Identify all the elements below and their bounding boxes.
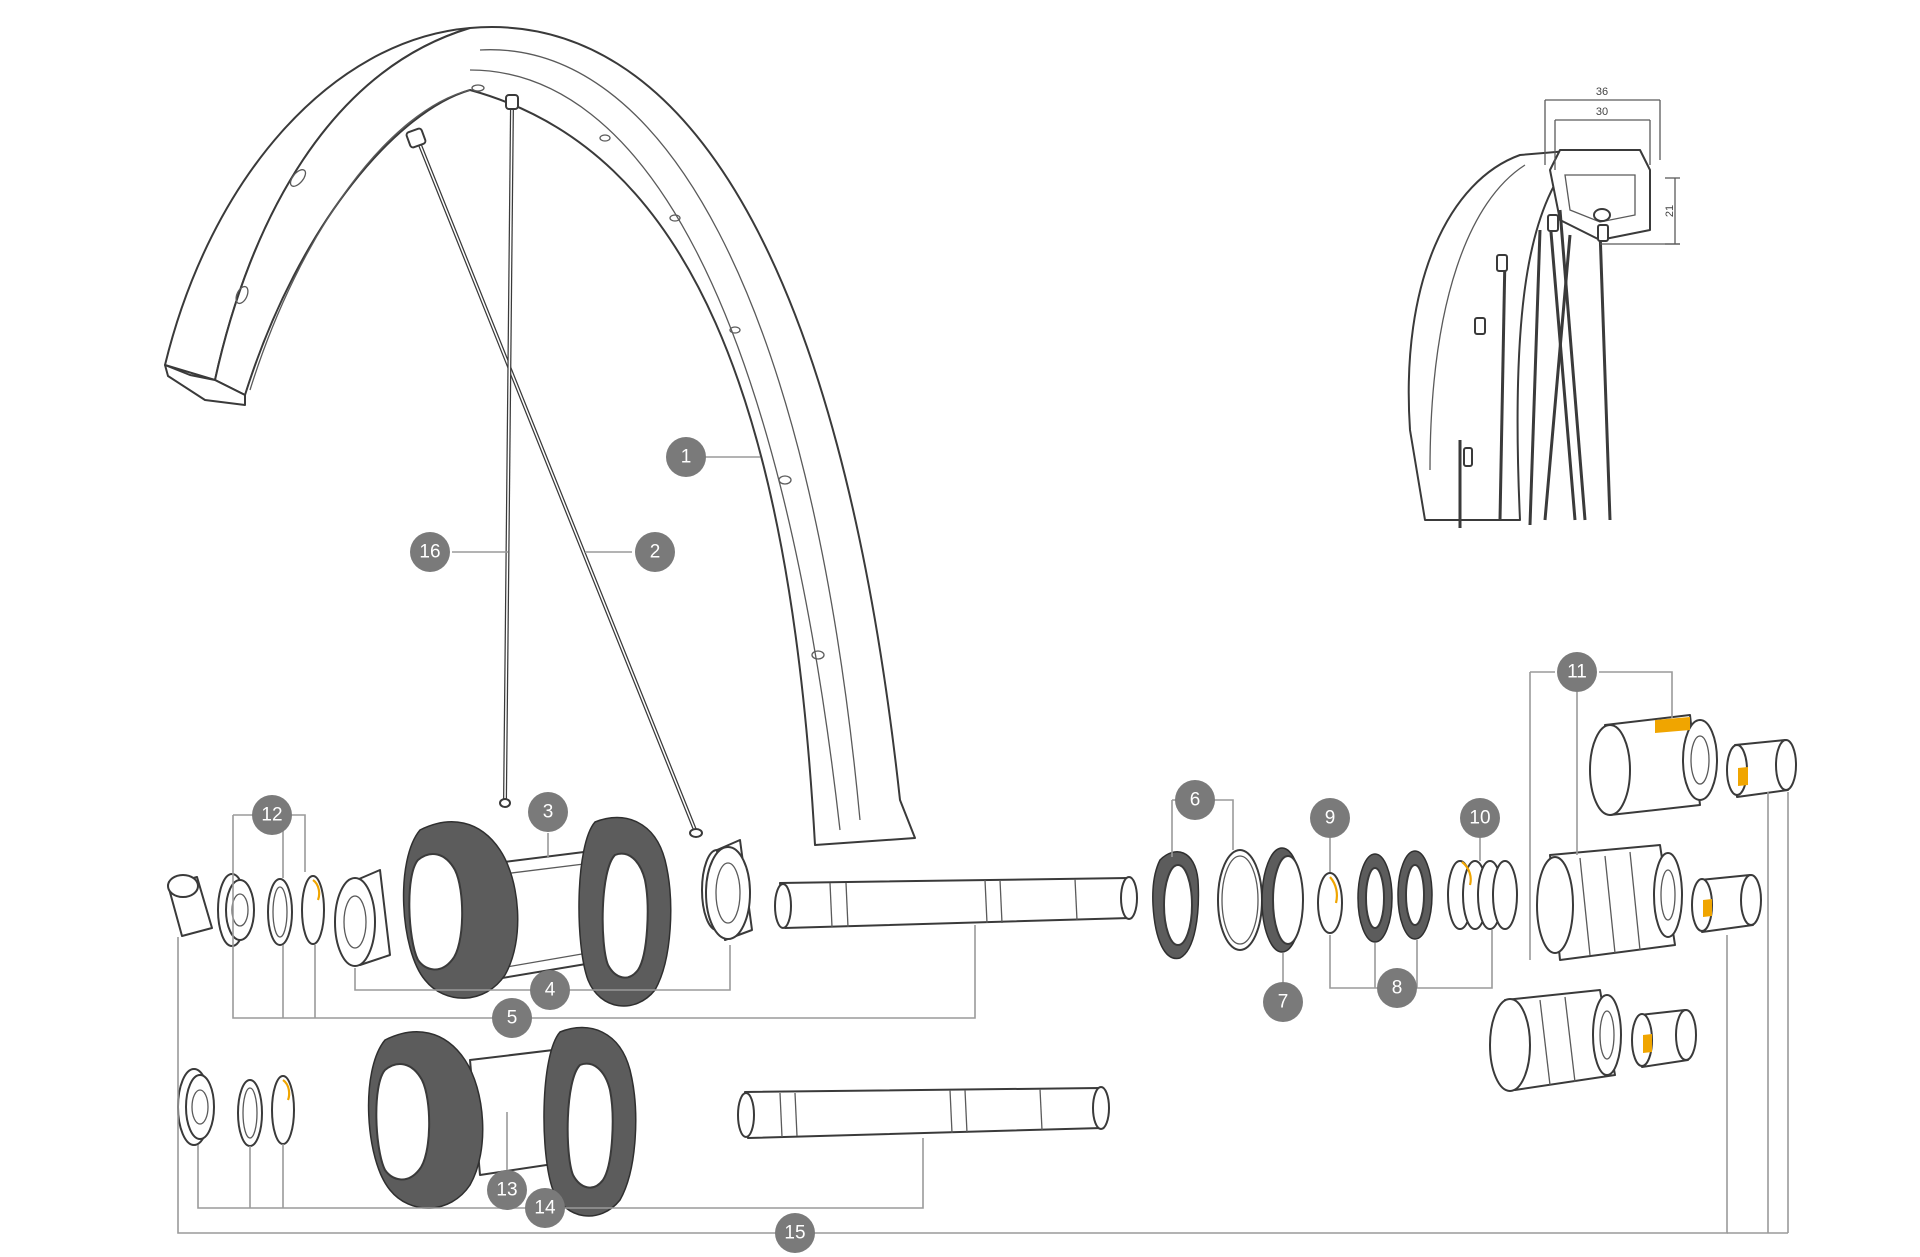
callout-7: 7 (1263, 982, 1303, 1022)
dimension-inner-width: 30 (1596, 106, 1608, 118)
callout-3: 3 (528, 792, 568, 832)
callout-8: 8 (1377, 968, 1417, 1008)
callout-14: 14 (525, 1188, 565, 1228)
freehub-small-parts (1152, 847, 1518, 960)
callout-11: 11 (1557, 652, 1597, 692)
callout-10: 10 (1460, 798, 1500, 838)
svg-text:7: 7 (1278, 992, 1289, 1013)
callout-6: 6 (1175, 780, 1215, 820)
svg-text:6: 6 (1190, 790, 1201, 811)
spokes (405, 94, 703, 838)
lower-hub-assembly (177, 1026, 1110, 1217)
callout-9: 9 (1310, 798, 1350, 838)
svg-text:12: 12 (261, 805, 282, 826)
dimension-height: 21 (1664, 205, 1676, 217)
svg-text:10: 10 (1469, 808, 1490, 829)
callout-5: 5 (492, 998, 532, 1038)
svg-text:9: 9 (1325, 808, 1336, 829)
callout-12: 12 (252, 795, 292, 835)
callout-15: 15 (775, 1213, 815, 1253)
rim (164, 26, 916, 846)
svg-text:4: 4 (545, 980, 556, 1001)
freehub-bodies (1489, 714, 1797, 1092)
svg-text:16: 16 (419, 542, 440, 563)
svg-text:8: 8 (1392, 978, 1403, 999)
upper-hub-assembly (167, 816, 1138, 1007)
dimension-outer-width: 36 (1596, 86, 1608, 98)
svg-text:2: 2 (650, 542, 661, 563)
svg-text:1: 1 (681, 447, 692, 468)
svg-text:14: 14 (534, 1198, 556, 1219)
svg-text:15: 15 (784, 1223, 805, 1244)
callout-1: 1 (666, 437, 706, 477)
callout-2: 2 (635, 532, 675, 572)
svg-text:13: 13 (496, 1180, 517, 1201)
rim-cross-section: 36 30 21 (1407, 86, 1680, 528)
callout-4: 4 (530, 970, 570, 1010)
svg-text:3: 3 (543, 802, 554, 823)
svg-text:5: 5 (507, 1008, 518, 1029)
callout-13: 13 (487, 1170, 527, 1210)
svg-text:11: 11 (1567, 662, 1587, 683)
callout-16: 16 (410, 532, 450, 572)
